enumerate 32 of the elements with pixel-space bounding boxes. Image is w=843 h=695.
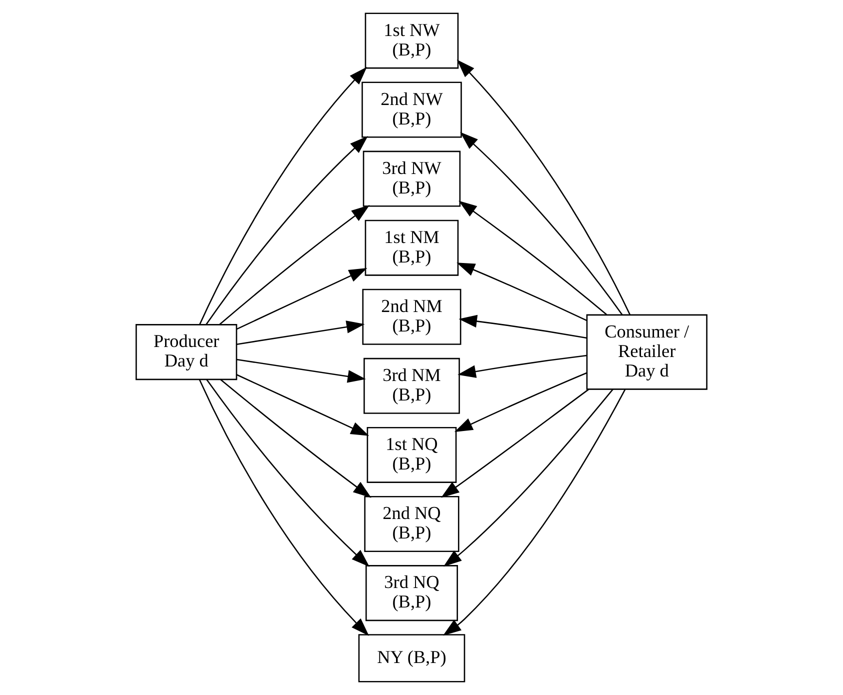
arrow (206, 379, 370, 567)
node-box: 1st NM (B,P) (364, 220, 459, 276)
node-box: 1st NW (B,P) (364, 12, 459, 69)
arrow (458, 200, 608, 316)
arrow (219, 205, 370, 325)
node-box: 2nd NM (B,P) (362, 288, 462, 345)
arrow (458, 354, 587, 378)
arrow (236, 358, 366, 383)
arrow (236, 268, 368, 330)
arrow (236, 374, 370, 436)
arrow (236, 320, 365, 345)
node-box: 3rd NW (B,P) (362, 150, 461, 207)
arrow (458, 314, 587, 339)
node-box: 3rd NM (B,P) (364, 358, 460, 414)
node-box: 2nd NW (B,P) (362, 82, 462, 138)
node-box: 2nd NQ (B,P) (364, 496, 460, 552)
node-box: 1st NQ (B,P) (366, 426, 457, 483)
arrow (456, 60, 631, 316)
arrow (454, 372, 588, 432)
node-box: Consumer / Retailer Day d (586, 314, 708, 390)
node-box: 3rd NQ (B,P) (365, 565, 458, 622)
arrow (206, 136, 368, 325)
arrow (220, 379, 372, 498)
arrow (456, 262, 587, 322)
node-box: Producer Day d (136, 324, 238, 380)
arrow (199, 66, 368, 325)
arrow (440, 388, 589, 498)
node-box: NY (B,P) (358, 634, 466, 682)
arrow (443, 388, 614, 567)
arrow (198, 379, 370, 636)
arrow (442, 389, 626, 636)
arrow (460, 132, 623, 316)
